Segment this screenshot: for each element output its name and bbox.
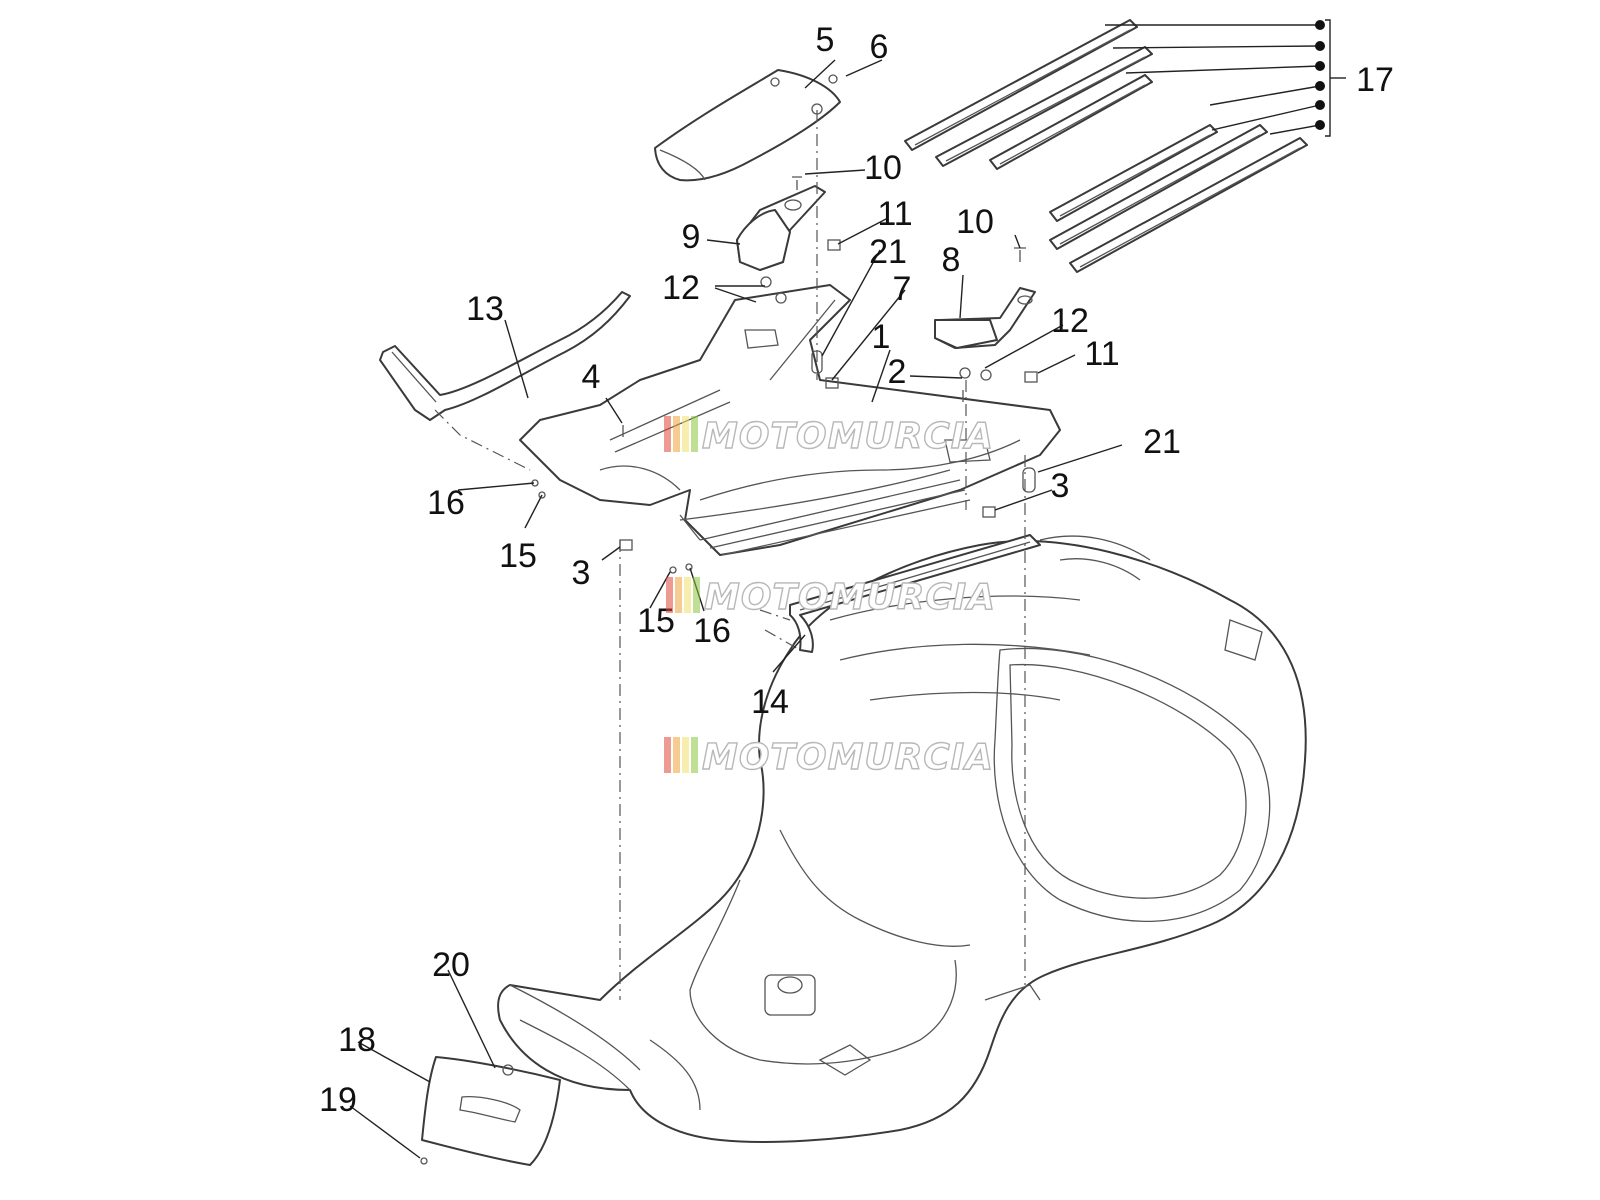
part-13-left-trim: [379, 291, 631, 421]
callout-10-left: 10: [864, 149, 902, 187]
callout-3-right: 3: [1051, 467, 1070, 505]
watermark-text: MOTOMURCIA: [702, 737, 994, 778]
callout-19: 19: [319, 1081, 357, 1119]
callout-20: 20: [432, 946, 470, 984]
watermark-stripes: [664, 416, 698, 452]
watermark-stripes: [664, 737, 698, 773]
hardware-fasteners: [420, 74, 1038, 1165]
callout-21-right: 21: [1143, 423, 1181, 461]
callout-2: 2: [888, 353, 907, 391]
callout-6: 6: [870, 28, 889, 66]
callout-12-right: 12: [1051, 302, 1089, 340]
callout-15-left: 15: [499, 537, 537, 575]
part-18-cover-plate: [421, 1056, 561, 1166]
callout-11-left: 11: [877, 195, 912, 233]
callout-12-left: 12: [662, 269, 700, 307]
watermark-text: MOTOMURCIA: [704, 577, 996, 618]
callout-labels: 1 2 3 3 4 5 6 7 8 9 10 10 11 11 12 12 13…: [319, 21, 1394, 1119]
watermark-top: MOTOMURCIA: [664, 415, 994, 458]
part-5-front-cover: [654, 69, 841, 182]
watermark-middle: MOTOMURCIA: [666, 576, 996, 619]
callout-10-right: 10: [956, 203, 994, 241]
scooter-body-frame: [497, 535, 1307, 1143]
watermark-stripes: [666, 577, 700, 613]
callout-13: 13: [466, 290, 504, 328]
callout-3-left: 3: [572, 554, 591, 592]
callout-4: 4: [582, 358, 601, 396]
callout-9: 9: [682, 218, 701, 256]
callout-1: 1: [872, 318, 891, 356]
callout-21-top: 21: [869, 233, 907, 271]
part-17-markers: [1315, 20, 1325, 130]
part-14-right-trim: [789, 534, 1041, 653]
watermark-bottom: MOTOMURCIA: [664, 736, 994, 779]
watermark-text: MOTOMURCIA: [702, 416, 994, 457]
callout-16-bottom: 16: [693, 612, 731, 650]
part-1-footboard: [519, 284, 1061, 556]
callout-16-left: 16: [427, 484, 465, 522]
part-9-left-pad: [736, 185, 826, 271]
callout-14: 14: [751, 683, 789, 721]
callout-5: 5: [816, 21, 835, 59]
callout-17: 17: [1356, 61, 1394, 99]
part-8-right-pad: [934, 287, 1036, 349]
callout-7: 7: [893, 270, 912, 308]
part-17-rubber-strips: [904, 19, 1308, 273]
leader-lines: [349, 19, 1346, 1159]
callout-11-right: 11: [1084, 335, 1119, 373]
callout-8: 8: [942, 241, 961, 279]
callout-18: 18: [338, 1021, 376, 1059]
